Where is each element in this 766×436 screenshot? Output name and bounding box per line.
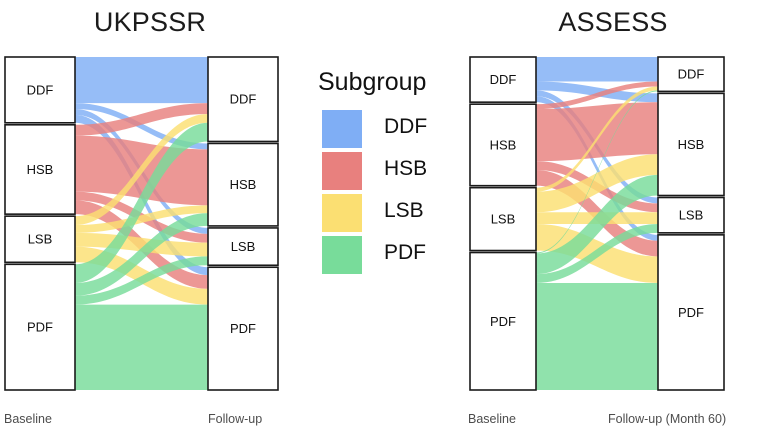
node-label-right-ddf: DDF — [230, 92, 257, 107]
legend-swatch-hsb — [322, 152, 362, 190]
node-left-hsb[interactable] — [469, 103, 537, 187]
flow-lsb-to-ddf — [75, 113, 208, 225]
legend-swatch-lsb — [322, 194, 362, 232]
flow-lsb-to-ddf — [536, 86, 658, 192]
flow-ddf-to-ddf — [536, 57, 658, 82]
flow-pdf-to-pdf — [536, 282, 658, 390]
flow-pdf-to-lsb — [536, 224, 658, 283]
node-label-left-pdf: PDF — [490, 314, 516, 329]
node-label-right-lsb: LSB — [231, 239, 256, 254]
flow-pdf-to-pdf — [75, 304, 208, 390]
flow-hsb-to-ddf — [536, 81, 658, 110]
node-label-left-lsb: LSB — [491, 212, 516, 227]
node-left-ddf[interactable] — [469, 56, 537, 103]
axis-label-baseline-ukpssr: Baseline — [4, 412, 52, 426]
alluvial-plot-ukpssr: DDF HSB LSB PDF DDF HSB LSB PDF — [4, 56, 279, 391]
flow-pdf-to-ddf — [75, 122, 208, 283]
node-label-right-hsb: HSB — [230, 177, 257, 192]
flow-ribbons — [536, 57, 658, 390]
flow-lsb-to-hsb — [536, 154, 658, 213]
node-right-lsb[interactable] — [207, 227, 279, 267]
node-label-right-pdf: PDF — [230, 321, 256, 336]
node-label-left-hsb: HSB — [27, 162, 54, 177]
node-left-pdf[interactable] — [4, 263, 76, 391]
flow-ddf-to-pdf — [536, 96, 658, 241]
flow-lsb-to-hsb — [75, 205, 208, 233]
axis-label-baseline-assess: Baseline — [468, 412, 516, 426]
legend-swatch-pdf — [322, 236, 362, 274]
flow-pdf-to-hsb — [75, 213, 208, 296]
node-label-right-hsb: HSB — [678, 137, 705, 152]
flow-lsb-to-lsb — [75, 232, 208, 257]
axis-label-followup-assess: Follow-up (Month 60) — [608, 412, 727, 426]
node-left-pdf[interactable] — [469, 251, 537, 391]
node-label-left-ddf: DDF — [27, 82, 54, 97]
flow-pdf-to-lsb — [75, 256, 208, 305]
node-right-hsb[interactable] — [657, 92, 725, 197]
panel-ukpssr: UKPSSR DDF HSB LSB PDF DDF HSB LSB PDF Baseline… — [0, 0, 300, 436]
flow-pdf-to-ddf — [536, 90, 658, 254]
node-right-ddf[interactable] — [207, 56, 279, 143]
panel-title-ukpssr: UKPSSR — [93, 7, 207, 37]
flow-ddf-to-ddf — [75, 57, 208, 104]
node-label-right-ddf: DDF — [678, 67, 705, 82]
panel-assess: ASSESS DDF HSB LSB PDF DDF HSB LSB PDF Baseline… — [460, 0, 766, 436]
node-right-pdf[interactable] — [207, 266, 279, 391]
node-right-lsb[interactable] — [657, 196, 725, 234]
node-left-ddf[interactable] — [4, 56, 76, 124]
flow-ddf-to-hsb — [536, 81, 658, 103]
node-label-left-pdf: PDF — [27, 320, 53, 335]
legend-title: Subgroup — [318, 68, 427, 96]
flow-pdf-to-hsb — [536, 174, 658, 275]
legend-label-hsb: HSB — [384, 157, 428, 180]
panel-title-assess: ASSESS — [558, 7, 668, 37]
node-label-right-lsb: LSB — [679, 208, 704, 223]
node-right-ddf[interactable] — [657, 56, 725, 93]
axis-label-followup-ukpssr: Follow-up — [208, 412, 263, 426]
node-left-hsb[interactable] — [4, 123, 76, 215]
node-label-right-pdf: PDF — [678, 305, 704, 320]
flow-hsb-to-hsb — [536, 102, 658, 162]
node-left-lsb[interactable] — [469, 186, 537, 252]
alluvial-plot-assess: DDF HSB LSB PDF DDF HSB LSB PDF — [469, 56, 725, 391]
node-label-left-ddf: DDF — [490, 72, 517, 87]
flow-hsb-to-ddf — [75, 103, 208, 136]
flow-ddf-to-hsb — [75, 103, 208, 150]
flow-ribbons — [75, 57, 208, 390]
legend-label-lsb: LSB — [384, 199, 424, 222]
legend-swatch-ddf — [322, 110, 362, 148]
node-label-left-lsb: LSB — [28, 232, 53, 247]
legend-label-ddf: DDF — [384, 115, 428, 138]
node-left-lsb[interactable] — [4, 215, 76, 264]
legend: Subgroup DDF HSB LSB PDF — [300, 60, 460, 300]
node-label-left-hsb: HSB — [490, 137, 517, 152]
node-right-pdf[interactable] — [657, 234, 725, 391]
legend-label-pdf: PDF — [384, 241, 426, 264]
node-right-hsb[interactable] — [207, 142, 279, 227]
